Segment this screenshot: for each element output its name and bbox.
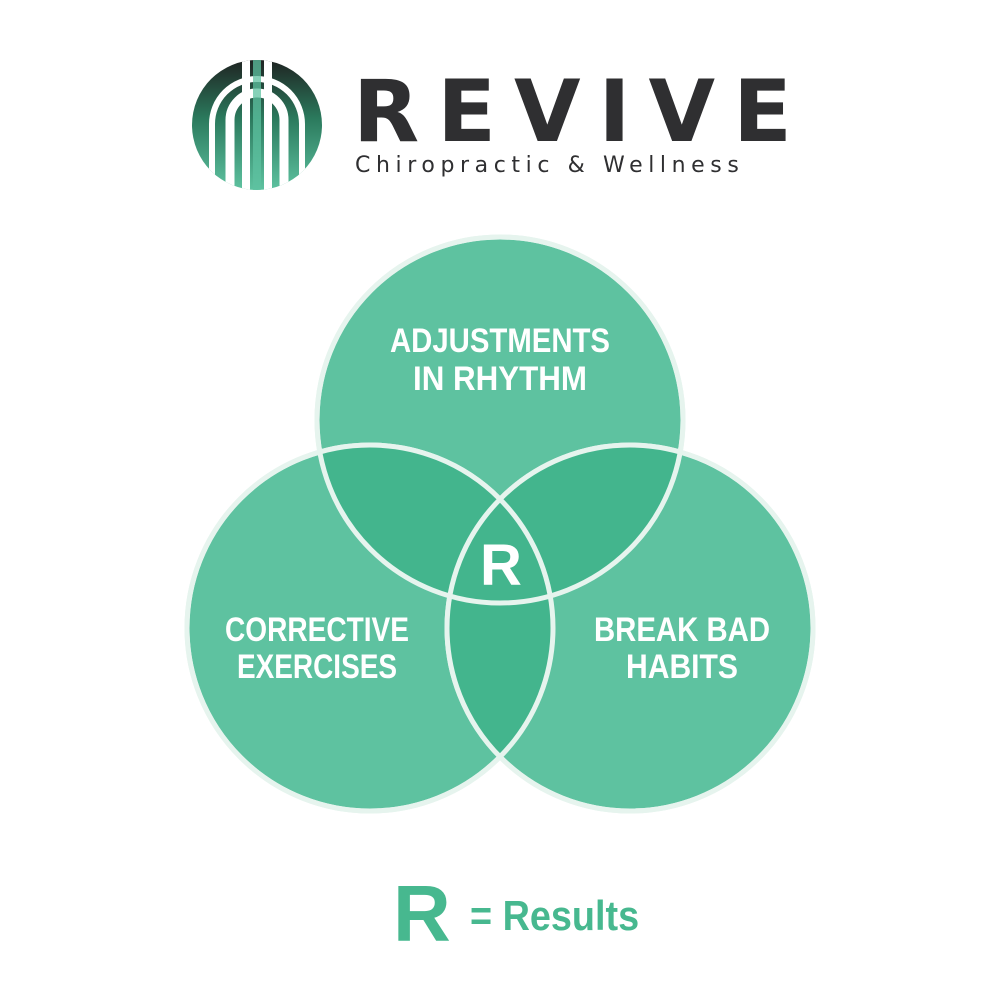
venn-label-corrective-line-2: EXERCISES <box>237 648 397 686</box>
legend-text: = Results <box>470 892 640 939</box>
venn-overlap-top-right <box>447 445 683 603</box>
brand-tagline: Chiropractic & Wellness <box>355 153 745 178</box>
venn-label-corrective-line-1: CORRECTIVE <box>225 611 409 649</box>
venn-outlines <box>184 234 816 814</box>
venn-overlap-top-left <box>317 445 553 603</box>
venn-label-adjustments-line-1: ADJUSTMENTS <box>390 322 610 360</box>
revive-spine-logo-icon <box>192 60 322 190</box>
venn-label-habits-line-2: HABITS <box>626 648 738 686</box>
brand-header: REVIVE Chiropractic & Wellness <box>190 58 830 198</box>
venn-center-label: R <box>480 533 522 598</box>
legend-symbol: R <box>393 869 451 958</box>
venn-label-habits-line-1: BREAK BAD <box>594 611 770 649</box>
venn-label-adjustments-line-2: IN RHYTHM <box>413 360 587 398</box>
legend: R = Results <box>380 868 680 968</box>
brand-name: REVIVE <box>353 62 810 162</box>
